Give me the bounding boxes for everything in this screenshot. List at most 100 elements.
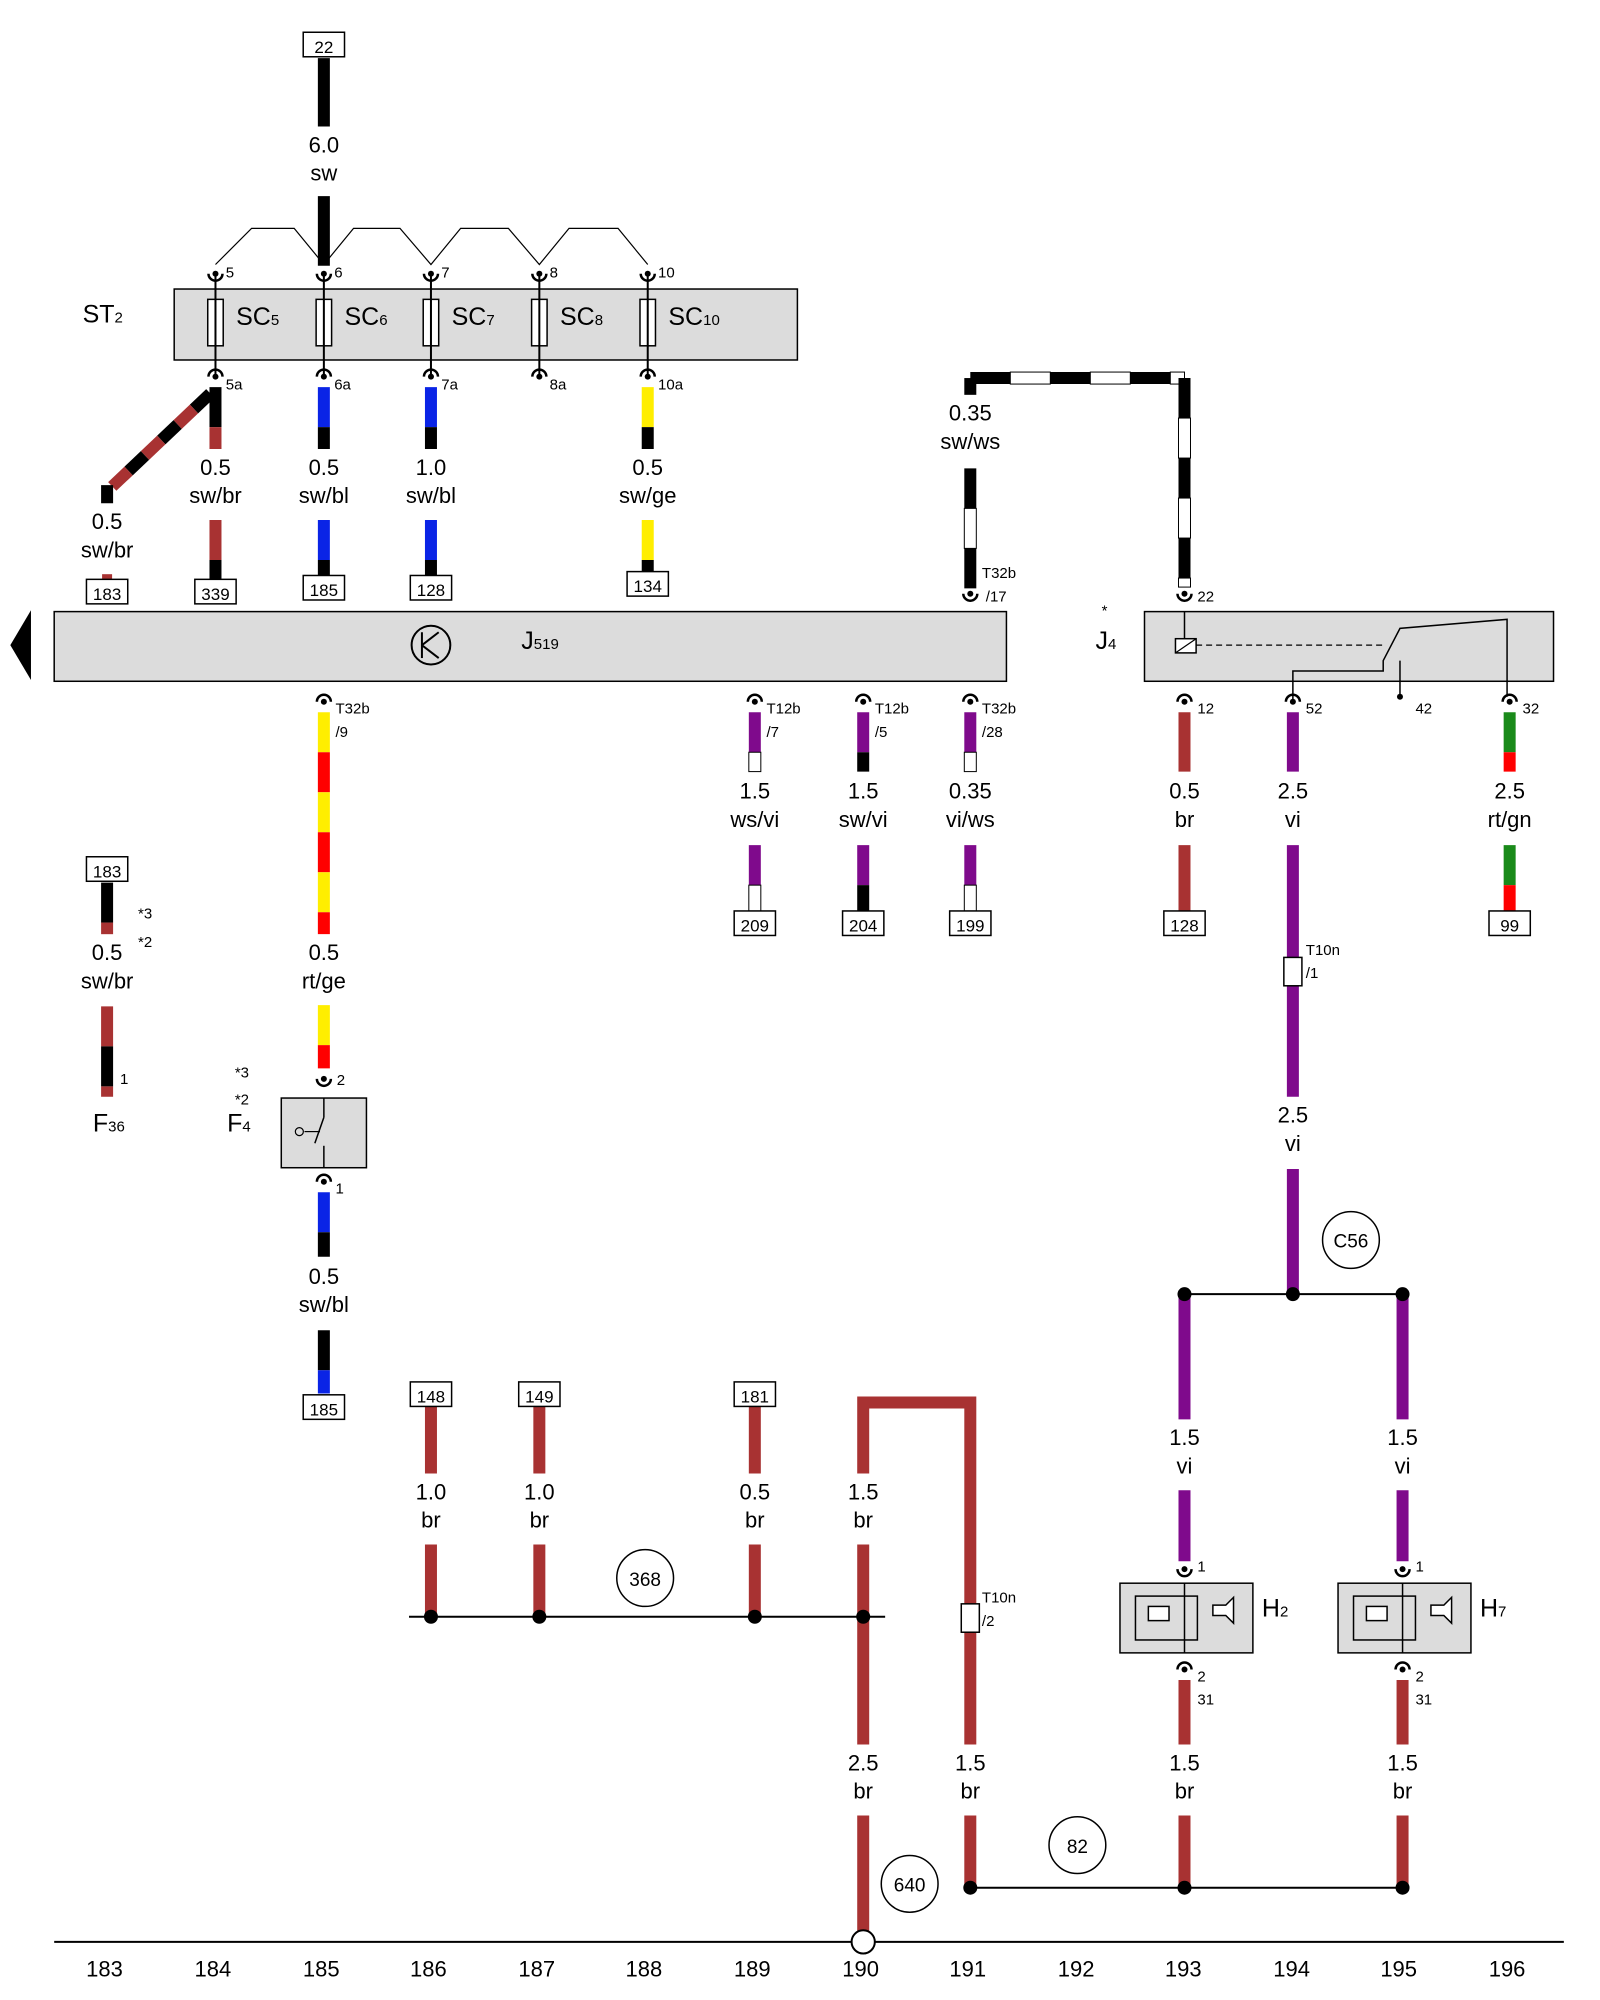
relay-j4-mark: * (1102, 602, 1108, 619)
wire-size-label: 0.5 (92, 509, 123, 534)
pin-horn-2 (1394, 1661, 1411, 1670)
fuse-label: SC5 (236, 303, 279, 331)
wire-size-label: 1.5 (848, 1479, 879, 1504)
reference-box (841, 910, 885, 937)
pin-label: 2 (337, 1072, 345, 1089)
fuse-bottom-pin-dot (644, 373, 651, 380)
pin-t32b-9 (315, 693, 333, 702)
fuse-label: SC6 (345, 303, 388, 331)
connector-label: T10n (982, 1590, 1016, 1607)
marks-layer (10, 31, 1564, 1955)
horn-h2 (1119, 1582, 1254, 1654)
fuse-top-pin (639, 273, 656, 282)
pin-label: 1 (1415, 1559, 1423, 1576)
reference-number: 99 (1500, 917, 1519, 936)
pin-label: 2 (1197, 1668, 1205, 1685)
switch-f4-contact (314, 1117, 325, 1144)
pin-label: 1 (1197, 1559, 1205, 1576)
pin-label: 1 (120, 1071, 128, 1088)
wire-signal-c-seg (1177, 417, 1191, 459)
continuation-arrow-icon (10, 610, 31, 680)
wire-color-label: vi (1285, 1131, 1301, 1156)
reference-number: 149 (525, 1388, 553, 1407)
connector-label: T10n (1306, 942, 1340, 959)
fuse-label: SC7 (452, 303, 495, 331)
fuse-top-pin-dot (536, 270, 543, 277)
pin-j4-42 (1396, 693, 1403, 700)
wire-color-label: br (745, 1508, 765, 1533)
component-name: H (1262, 1595, 1280, 1623)
pin-label: 12 (1197, 701, 1214, 718)
wire-size-label: 2.5 (1278, 1103, 1309, 1128)
fuse-bottom-pin-dot (320, 373, 327, 380)
note-mark: *2 (235, 1091, 249, 1108)
wire-size-label: 0.5 (740, 1479, 771, 1504)
wires-layer (101, 58, 1516, 1932)
wire-color-label: br (853, 1779, 873, 1804)
fuse-bottom-pin-label: 6a (334, 377, 351, 394)
fuse-label: SC8 (560, 303, 603, 331)
pin-horn-1 (1394, 1568, 1411, 1578)
reference-number: 209 (741, 917, 769, 936)
fuse-sub: 8 (595, 312, 603, 329)
pin-t32b-17-dot (967, 590, 974, 597)
ground-node (856, 1609, 871, 1624)
track-number: 196 (1489, 1957, 1526, 1982)
fuse-bottom-pin (639, 368, 656, 377)
pin-label: T32b (982, 701, 1016, 718)
fuse-top-pin-dot (212, 270, 219, 277)
component-label-j519: J519 (521, 627, 559, 655)
wire-color-label: br (530, 1508, 550, 1533)
pin-label: 32 (1523, 701, 1540, 718)
pin-label: 31 (1197, 1691, 1214, 1708)
track-number: 190 (842, 1957, 879, 1982)
splice-node (1177, 1287, 1192, 1302)
pin-t32b-17 (962, 593, 979, 602)
track-number: 192 (1058, 1957, 1095, 1982)
wire-color-label: br (853, 1508, 873, 1533)
ground-point-label: 368 (629, 1570, 661, 1591)
ground-point-circle (1321, 1210, 1381, 1270)
pin-j4-12 (1176, 693, 1193, 702)
wire-size-label: 1.5 (1387, 1425, 1418, 1450)
wire-size-label: 1.0 (416, 455, 447, 480)
fuse-name: SC (345, 303, 380, 331)
ground-640-terminal (850, 1929, 876, 1955)
component-subscript: 4 (242, 1119, 250, 1136)
fuse-bus-bar (215, 227, 649, 266)
boxes-layer (53, 288, 1555, 1654)
switch-f4-icon (294, 1126, 304, 1137)
ground-point-label: 82 (1067, 1837, 1088, 1858)
reference-number: 185 (310, 1400, 338, 1419)
pin-j519-bottom (962, 693, 979, 702)
pin-horn-1-dot (1399, 1566, 1406, 1573)
wire-size-label: 1.5 (1169, 1750, 1200, 1775)
ground-node (963, 1880, 978, 1895)
pin-label: T12b (875, 701, 909, 718)
wire-color-label: sw/bl (406, 483, 456, 508)
fuse-bottom-pin-label: 7a (441, 377, 458, 394)
wire-size-label: 1.0 (524, 1479, 555, 1504)
component-name: J (521, 627, 534, 655)
wire-color-label: sw/bl (299, 483, 349, 508)
component-subscript: 519 (534, 636, 559, 653)
wire-color-label: sw (310, 161, 337, 186)
wire-size-label: 2.5 (1278, 779, 1309, 804)
component-label-j4: J4 (1095, 627, 1116, 655)
reference-number: 185 (310, 581, 338, 600)
fuse-bottom-pin (531, 368, 548, 377)
fuse-top-pin-label: 6 (334, 264, 342, 281)
wire-color-label: ws/vi (729, 807, 779, 832)
pin-label: 1 (335, 1181, 343, 1198)
fuse-top-pin-dot (644, 270, 651, 277)
fuse-top-pin-label: 10 (658, 264, 675, 281)
pin-j4-22-dot (1181, 590, 1188, 597)
fuse-name: SC (668, 303, 703, 331)
pin-label: /17 (986, 588, 1007, 605)
wire-size-label: 1.5 (1169, 1425, 1200, 1450)
track-number: 185 (303, 1957, 340, 1982)
connector-label: /1 (1306, 965, 1319, 982)
fuse-top-pin-label: 5 (226, 264, 234, 281)
wire-color-label: br (1175, 1779, 1195, 1804)
reference-number: 181 (741, 1388, 769, 1407)
